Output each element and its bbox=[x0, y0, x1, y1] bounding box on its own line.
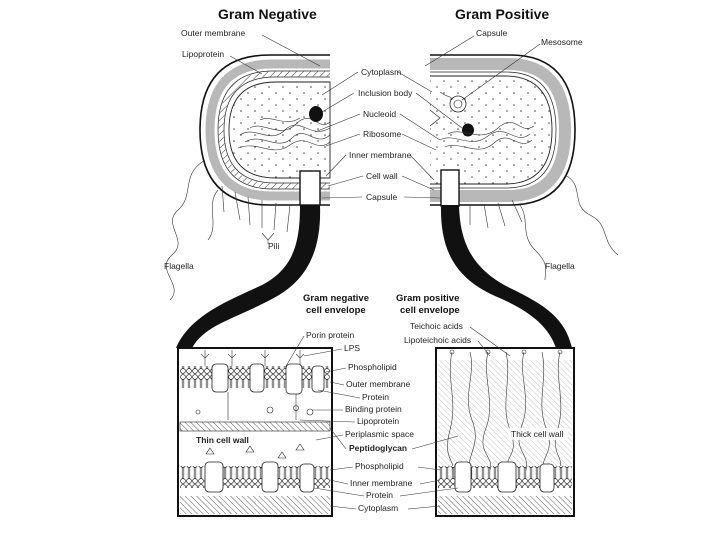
pili bbox=[221, 185, 291, 233]
svg-text:Cytoplasm: Cytoplasm bbox=[358, 503, 398, 513]
pos-envelope-title-1: Gram positive bbox=[396, 293, 459, 304]
envelope-labels: Porin protein Teichoic acids Lipoteichoi… bbox=[285, 321, 511, 513]
svg-text:Peptidoglycan: Peptidoglycan bbox=[349, 443, 407, 453]
neg-envelope-title-1: Gram negative bbox=[303, 293, 369, 304]
svg-text:Ribosome: Ribosome bbox=[363, 129, 402, 139]
svg-text:LPS: LPS bbox=[344, 343, 360, 353]
svg-text:Protein: Protein bbox=[366, 490, 393, 500]
label-thick-cell-wall: Thick cell wall bbox=[511, 429, 564, 439]
label-flagella-left: Flagella bbox=[164, 261, 194, 271]
neg-envelope-title-2: cell envelope bbox=[306, 305, 366, 316]
label-thin-cell-wall: Thin cell wall bbox=[196, 435, 249, 445]
svg-text:Nucleoid: Nucleoid bbox=[363, 109, 396, 119]
center-labels: Cytoplasm Inclusion body Nucleoid Riboso… bbox=[314, 67, 463, 202]
connector-right bbox=[440, 205, 572, 348]
label-pili: Pili bbox=[268, 241, 279, 251]
svg-text:Outer membrane: Outer membrane bbox=[346, 379, 411, 389]
pos-envelope-title-2: cell envelope bbox=[400, 305, 460, 316]
flagellum-right bbox=[564, 174, 619, 256]
svg-text:Porin protein: Porin protein bbox=[306, 330, 354, 340]
svg-text:Capsule: Capsule bbox=[366, 192, 397, 202]
svg-text:Periplasmic space: Periplasmic space bbox=[345, 429, 414, 439]
label-lipoprotein: Lipoprotein bbox=[182, 49, 224, 59]
gram-positive-title: Gram Positive bbox=[455, 6, 549, 22]
gram-negative-title: Gram Negative bbox=[218, 6, 317, 22]
connector-left bbox=[176, 205, 321, 348]
svg-text:Cell wall: Cell wall bbox=[366, 171, 398, 181]
gram-positive-envelope bbox=[435, 347, 575, 517]
label-mesosome: Mesosome bbox=[541, 37, 583, 47]
svg-text:Protein: Protein bbox=[362, 392, 389, 402]
gram-negative-envelope bbox=[177, 347, 333, 517]
flagellum-left bbox=[165, 159, 206, 301]
svg-text:Binding protein: Binding protein bbox=[345, 404, 402, 414]
svg-text:Lipoprotein: Lipoprotein bbox=[357, 416, 399, 426]
svg-text:Lipoteichoic acids: Lipoteichoic acids bbox=[404, 335, 471, 345]
svg-text:Phospholipid: Phospholipid bbox=[355, 461, 404, 471]
svg-text:Teichoic acids: Teichoic acids bbox=[410, 321, 463, 331]
gram-positive-cell bbox=[429, 54, 576, 207]
gram-negative-cell bbox=[199, 54, 331, 206]
svg-text:Inner membrane: Inner membrane bbox=[349, 150, 412, 160]
svg-text:Inclusion body: Inclusion body bbox=[358, 88, 413, 98]
label-capsule-top: Capsule bbox=[476, 28, 507, 38]
svg-text:Inner membrane: Inner membrane bbox=[350, 478, 413, 488]
svg-text:Phospholipid: Phospholipid bbox=[348, 362, 397, 372]
svg-text:Cytoplasm: Cytoplasm bbox=[361, 67, 401, 77]
label-outer-membrane: Outer membrane bbox=[181, 28, 246, 38]
label-flagella-right: Flagella bbox=[545, 261, 575, 271]
